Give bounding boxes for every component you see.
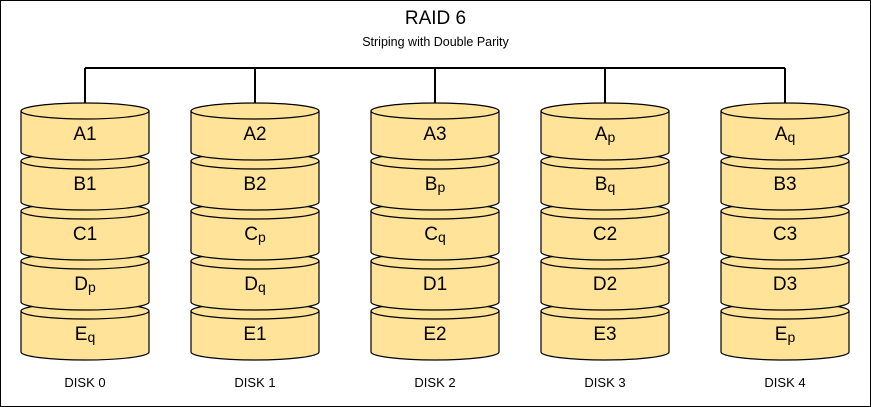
block-body — [20, 310, 150, 361]
block-C2: C2 — [540, 202, 670, 261]
block-label: D2 — [593, 274, 617, 295]
block-body — [190, 260, 320, 311]
disk-label: DISK 2 — [414, 375, 455, 390]
block-label: A2 — [243, 124, 266, 145]
block-E3: E3 — [540, 302, 670, 361]
block-label: E1 — [243, 324, 266, 345]
block-D3: D3 — [720, 252, 850, 311]
block-label: Eq — [75, 324, 95, 345]
block-D1: D1 — [370, 252, 500, 311]
block-body — [20, 110, 150, 161]
block-label: Dq — [244, 274, 266, 295]
block-A2: A2 — [190, 102, 320, 161]
block-Dq: Dq — [190, 252, 320, 311]
disk-label: DISK 0 — [64, 375, 105, 390]
block-label: B1 — [73, 174, 96, 195]
block-Bp: Bp — [370, 152, 500, 211]
block-Dp: Dp — [20, 252, 150, 311]
block-label: C2 — [593, 224, 617, 245]
block-body — [370, 310, 500, 361]
block-label: C3 — [773, 224, 797, 245]
block-top — [370, 102, 500, 120]
block-label: Ap — [595, 124, 616, 145]
block-C3: C3 — [720, 202, 850, 261]
block-E2: E2 — [370, 302, 500, 361]
block-body — [720, 160, 850, 211]
block-label: C1 — [73, 224, 97, 245]
block-label: Cq — [424, 224, 446, 245]
block-body — [190, 160, 320, 211]
block-top — [190, 102, 320, 120]
block-label: Dp — [74, 274, 96, 295]
block-body — [190, 310, 320, 361]
block-B1: B1 — [20, 152, 150, 211]
block-Cp: Cp — [190, 202, 320, 261]
block-Bq: Bq — [540, 152, 670, 211]
block-label: D3 — [773, 274, 797, 295]
block-Aq: Aq — [720, 102, 850, 161]
block-label: A3 — [423, 124, 446, 145]
disk-label: DISK 3 — [584, 375, 625, 390]
diagram-title: RAID 6 — [404, 8, 467, 29]
block-label: Bq — [595, 174, 615, 195]
disk-label: DISK 1 — [234, 375, 275, 390]
block-body — [540, 110, 670, 161]
block-label: A1 — [73, 124, 96, 145]
block-label: E3 — [593, 324, 616, 345]
block-body — [20, 210, 150, 261]
block-body — [20, 160, 150, 211]
block-A3: A3 — [370, 102, 500, 161]
block-top — [20, 102, 150, 120]
block-body — [720, 310, 850, 361]
block-body — [370, 110, 500, 161]
block-body — [190, 210, 320, 261]
block-top — [540, 102, 670, 120]
block-A1: A1 — [20, 102, 150, 161]
diagram-subtitle: Striping with Double Parity — [362, 35, 509, 49]
disk-connectors — [84, 67, 786, 104]
block-body — [20, 260, 150, 311]
block-body — [540, 210, 670, 261]
block-D2: D2 — [540, 252, 670, 311]
block-body — [540, 260, 670, 311]
block-body — [720, 260, 850, 311]
block-label: B3 — [773, 174, 796, 195]
block-label: Bp — [425, 174, 446, 195]
block-Cq: Cq — [370, 202, 500, 261]
block-label: D1 — [423, 274, 447, 295]
disk-label: DISK 4 — [764, 375, 805, 390]
block-Eq: Eq — [20, 302, 150, 361]
block-body — [370, 260, 500, 311]
block-body — [370, 210, 500, 261]
block-label: Ep — [775, 324, 796, 345]
block-body — [540, 310, 670, 361]
block-top — [720, 102, 850, 120]
block-label: Cp — [244, 224, 266, 245]
block-body — [540, 160, 670, 211]
block-B2: B2 — [190, 152, 320, 211]
block-C1: C1 — [20, 202, 150, 261]
block-label: E2 — [423, 324, 446, 345]
block-body — [370, 160, 500, 211]
block-body — [190, 110, 320, 161]
block-body — [720, 110, 850, 161]
block-label: B2 — [243, 174, 266, 195]
block-Ap: Ap — [540, 102, 670, 161]
block-B3: B3 — [720, 152, 850, 211]
block-E1: E1 — [190, 302, 320, 361]
block-label: Aq — [775, 124, 795, 145]
block-Ep: Ep — [720, 302, 850, 361]
block-body — [720, 210, 850, 261]
